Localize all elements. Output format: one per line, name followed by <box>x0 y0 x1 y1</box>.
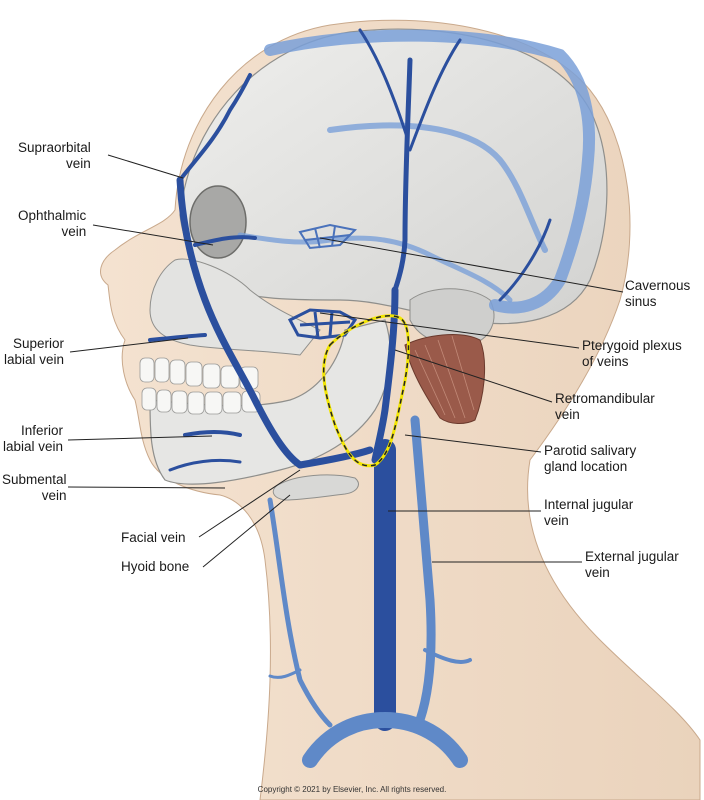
label-supraorbital-vein: Supraorbital vein <box>18 140 91 172</box>
label-line: sinus <box>625 294 657 309</box>
label-line: vein <box>41 488 67 503</box>
hyoid-bone <box>272 474 359 501</box>
skull-maxilla <box>149 258 321 356</box>
label-inferior-labial-vein: Inferior labial vein <box>3 423 63 455</box>
label-line: vein <box>555 407 580 422</box>
label-line: vein <box>61 224 87 239</box>
label-line: vein <box>585 565 610 580</box>
veins-light <box>267 415 472 768</box>
cavernous-sinus-plexus <box>298 223 358 250</box>
copyright-notice: Copyright © 2021 by Elsevier, Inc. All r… <box>257 785 447 794</box>
label-facial-vein: Facial vein <box>121 530 186 546</box>
label-submental-vein: Submental vein <box>2 472 67 504</box>
label-line: Cavernous <box>625 278 691 293</box>
teeth <box>139 357 261 415</box>
label-cavernous-sinus: Cavernous sinus <box>625 278 690 310</box>
label-line: Parotid salivary <box>544 443 637 458</box>
label-external-jugular-vein: External jugular vein <box>585 549 679 581</box>
label-line: Ophthalmic <box>18 208 87 223</box>
label-pterygoid-plexus: Pterygoid plexus of veins <box>582 338 682 370</box>
label-line: External jugular <box>585 549 679 564</box>
label-line: of veins <box>582 354 629 369</box>
label-hyoid-bone: Hyoid bone <box>121 559 189 575</box>
label-line: Pterygoid plexus <box>582 338 682 353</box>
label-line: Hyoid bone <box>121 559 190 574</box>
label-line: Supraorbital <box>18 140 91 155</box>
pterygoid-plexus <box>287 308 358 340</box>
muscle-striations <box>414 335 475 419</box>
label-line: Retromandibular <box>555 391 655 406</box>
label-internal-jugular-vein: Internal jugular vein <box>544 497 633 529</box>
muscle-segment <box>404 334 486 424</box>
veins-dark <box>148 28 552 731</box>
label-ophthalmic-vein: Ophthalmic vein <box>18 208 86 240</box>
label-line: gland location <box>544 459 628 474</box>
label-line: vein <box>66 156 91 171</box>
label-line: Inferior <box>21 423 64 438</box>
label-line: Submental <box>2 472 67 487</box>
skull-mandible <box>149 319 391 485</box>
transverse-sinus <box>327 122 548 253</box>
label-superior-labial-vein: Superior labial vein <box>4 336 64 368</box>
label-line: labial vein <box>3 439 64 454</box>
superior-sagittal-sinus <box>264 29 596 314</box>
leader-lines <box>67 154 624 568</box>
label-line: Facial vein <box>121 530 186 545</box>
eye-orbit <box>189 185 247 259</box>
parotid-gland-outline-dash <box>322 315 410 467</box>
label-line: Internal jugular <box>544 497 634 512</box>
label-line: vein <box>544 513 569 528</box>
label-retromandibular-vein: Retromandibular vein <box>555 391 655 423</box>
label-line: labial vein <box>4 352 65 367</box>
sigmoid-sinus <box>237 232 513 303</box>
label-line: Superior <box>13 336 65 351</box>
label-parotid-gland-location: Parotid salivary gland location <box>544 443 636 475</box>
